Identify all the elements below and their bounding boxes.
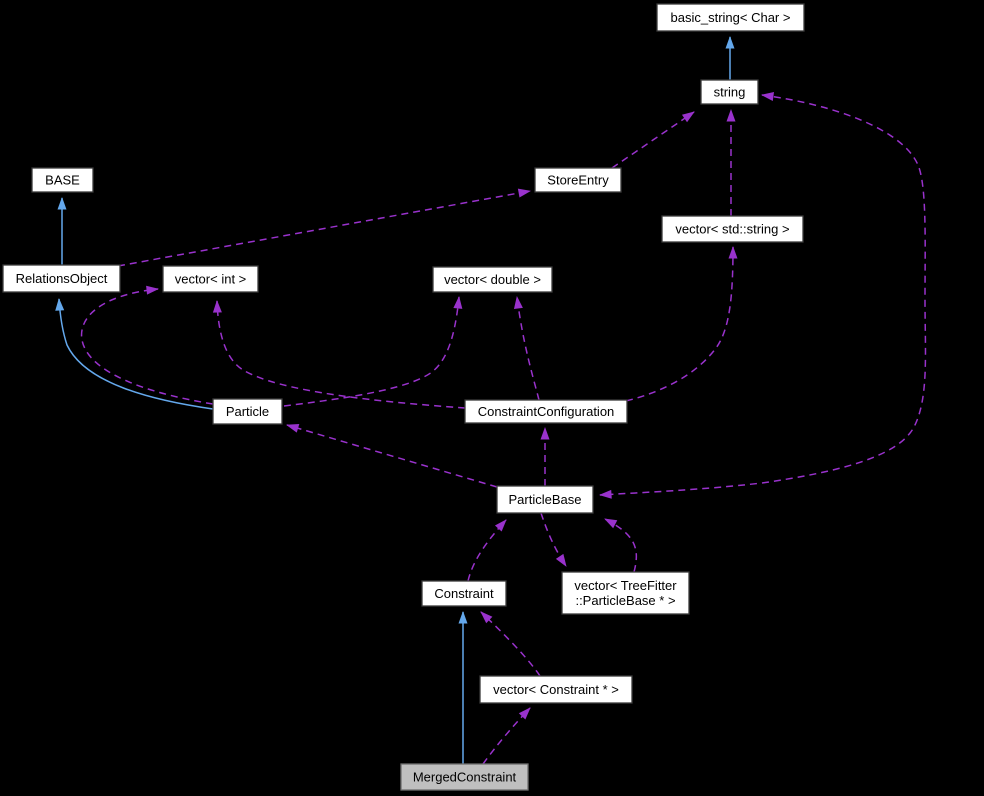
node-label-particle-base: ParticleBase xyxy=(509,492,582,507)
node-box-particle-base[interactable] xyxy=(496,485,594,514)
edge-vector-constraint-ptr-to-constraint xyxy=(480,611,541,677)
node-box-vector-treefitter-particlebase[interactable] xyxy=(561,571,690,615)
node-box-vector-constraint-ptr[interactable] xyxy=(479,675,633,704)
node-box-relations-object[interactable] xyxy=(2,264,121,293)
node-string[interactable]: string xyxy=(700,79,759,105)
node-label-vector-std-string: vector< std::string > xyxy=(675,222,789,237)
node-box-vector-int[interactable] xyxy=(162,265,259,293)
node-label-merged-constraint: MergedConstraint xyxy=(413,770,517,785)
edge-particle-base-to-string xyxy=(599,92,927,499)
edge-constraint-configuration-to-vector-int xyxy=(212,300,466,409)
edge-particle-to-vector-int xyxy=(80,285,214,405)
node-box-string[interactable] xyxy=(700,79,759,105)
node-box-basic-string[interactable] xyxy=(656,3,805,32)
node-label-relations-object: RelationsObject xyxy=(16,271,108,286)
edge-particle-base-to-particle xyxy=(286,423,498,488)
node-label-string: string xyxy=(714,85,746,100)
node-merged-constraint[interactable]: MergedConstraint xyxy=(400,763,529,791)
node-box-constraint[interactable] xyxy=(421,580,507,607)
node-box-merged-constraint[interactable] xyxy=(400,763,529,791)
node-box-vector-std-string[interactable] xyxy=(661,215,804,243)
node-particle[interactable]: Particle xyxy=(212,398,283,425)
node-box-store-entry[interactable] xyxy=(534,167,622,193)
edge-constraint-configuration-to-vector-double xyxy=(513,296,540,401)
edge-constraint-configuration-to-vector-std-string xyxy=(625,246,738,402)
node-vector-treefitter-particlebase[interactable]: vector< TreeFitter::ParticleBase * > xyxy=(561,571,690,615)
edge-particle-base-to-vector-treefitter-particlebase xyxy=(540,512,567,567)
node-constraint-configuration[interactable]: ConstraintConfiguration xyxy=(464,399,628,424)
node-box-constraint-configuration[interactable] xyxy=(464,399,628,424)
node-label-constraint-configuration: ConstraintConfiguration xyxy=(478,404,615,419)
node-basic-string[interactable]: basic_string< Char > xyxy=(656,3,805,32)
node-label-vector-double: vector< double > xyxy=(444,272,541,287)
node-box-base[interactable] xyxy=(31,167,94,193)
node-constraint[interactable]: Constraint xyxy=(421,580,507,607)
node-label-vector-constraint-ptr: vector< Constraint * > xyxy=(493,682,619,697)
node-base[interactable]: BASE xyxy=(31,167,94,193)
node-label-particle: Particle xyxy=(226,404,269,419)
node-vector-std-string[interactable]: vector< std::string > xyxy=(661,215,804,243)
edges-layer xyxy=(55,36,927,765)
edge-particle-to-vector-double xyxy=(283,296,463,407)
node-vector-constraint-ptr[interactable]: vector< Constraint * > xyxy=(479,675,633,704)
node-label-constraint: Constraint xyxy=(434,586,494,601)
edge-relations-object-to-store-entry xyxy=(117,188,531,267)
node-box-particle[interactable] xyxy=(212,398,283,425)
node-vector-double[interactable]: vector< double > xyxy=(432,266,553,293)
node-box-vector-double[interactable] xyxy=(432,266,553,293)
node-particle-base[interactable]: ParticleBase xyxy=(496,485,594,514)
edge-merged-constraint-to-vector-constraint-ptr xyxy=(482,707,531,765)
node-label-store-entry: StoreEntry xyxy=(547,173,609,188)
node-store-entry[interactable]: StoreEntry xyxy=(534,167,622,193)
edge-vector-treefitter-particlebase-to-particle-base xyxy=(604,518,638,573)
node-label-vector-treefitter-particlebase: vector< TreeFitter::ParticleBase * > xyxy=(574,578,677,608)
node-label-base: BASE xyxy=(45,173,80,188)
node-vector-int[interactable]: vector< int > xyxy=(162,265,259,293)
node-label-basic-string: basic_string< Char > xyxy=(671,10,791,25)
edge-constraint-to-particle-base xyxy=(467,519,507,582)
edge-particle-to-relations-object xyxy=(55,298,214,410)
node-label-vector-int: vector< int > xyxy=(175,272,247,287)
node-relations-object[interactable]: RelationsObject xyxy=(2,264,121,293)
